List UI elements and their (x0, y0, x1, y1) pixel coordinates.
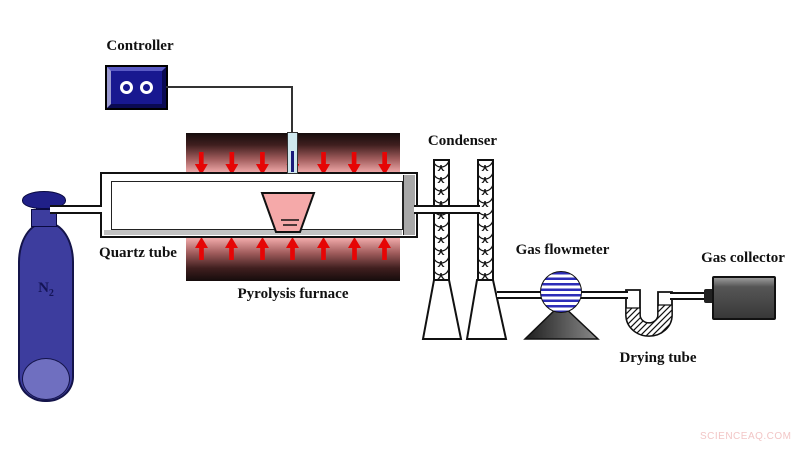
heat-arrows-up (186, 237, 400, 261)
heat-arrow-icon (317, 237, 330, 260)
temperature-controller[interactable] (107, 67, 166, 108)
quartz-tube-end-face (403, 175, 415, 235)
heat-arrows-down (186, 152, 400, 176)
thermocouple-probe (287, 132, 298, 174)
gas-collector (712, 276, 776, 320)
controller-knob-icon[interactable] (120, 81, 133, 94)
furnace-bottom-heater (186, 238, 400, 281)
drying-tube (625, 289, 673, 337)
controller-label: Controller (106, 38, 174, 54)
cylinder-valve-handle[interactable] (22, 191, 66, 209)
quartz-tube-label: Quartz tube (99, 245, 177, 261)
flowmeter-stand (523, 302, 600, 340)
gas-collector-label: Gas collector (701, 250, 785, 266)
inlet-pipe-n2 (50, 205, 102, 214)
cylinder-base (22, 358, 70, 400)
flowmeter-float-sphere (540, 271, 582, 313)
outlet-pipe-to-condenser (414, 205, 480, 214)
pipe-dryer-to-collector (670, 292, 712, 300)
quartz-tube (100, 172, 418, 238)
nitrogen-cylinder: N2 (18, 222, 74, 402)
heat-arrow-icon (286, 237, 299, 260)
condenser-label: Condenser (427, 133, 498, 149)
collector-nozzle (704, 289, 714, 303)
sample-crucible (260, 192, 316, 233)
condenser-flasks (421, 279, 508, 340)
pipe-condenser-to-flowmeter (497, 291, 542, 299)
controller-wire (166, 86, 293, 88)
condenser-column (477, 159, 494, 281)
controller-knob-icon[interactable] (140, 81, 153, 94)
quartz-tube-shading (104, 230, 402, 235)
pyrolysis-furnace-label: Pyrolysis furnace (237, 286, 349, 302)
nitrogen-label: N2 (38, 280, 54, 299)
watermark: SCIENCEAQ.COM (700, 431, 792, 442)
heat-arrow-icon (225, 237, 238, 260)
thermocouple-rod (291, 151, 294, 172)
heat-arrow-icon (378, 237, 391, 260)
gas-flowmeter-label: Gas flowmeter (515, 242, 610, 258)
drying-tube-label: Drying tube (619, 350, 697, 366)
condenser-column (433, 159, 450, 281)
heat-arrow-icon (195, 237, 208, 260)
pipe-flowmeter-to-dryer (580, 291, 628, 299)
quartz-tube-bore (111, 181, 403, 230)
controller-wire (291, 86, 293, 133)
heat-arrow-icon (348, 237, 361, 260)
heat-arrow-icon (256, 237, 269, 260)
